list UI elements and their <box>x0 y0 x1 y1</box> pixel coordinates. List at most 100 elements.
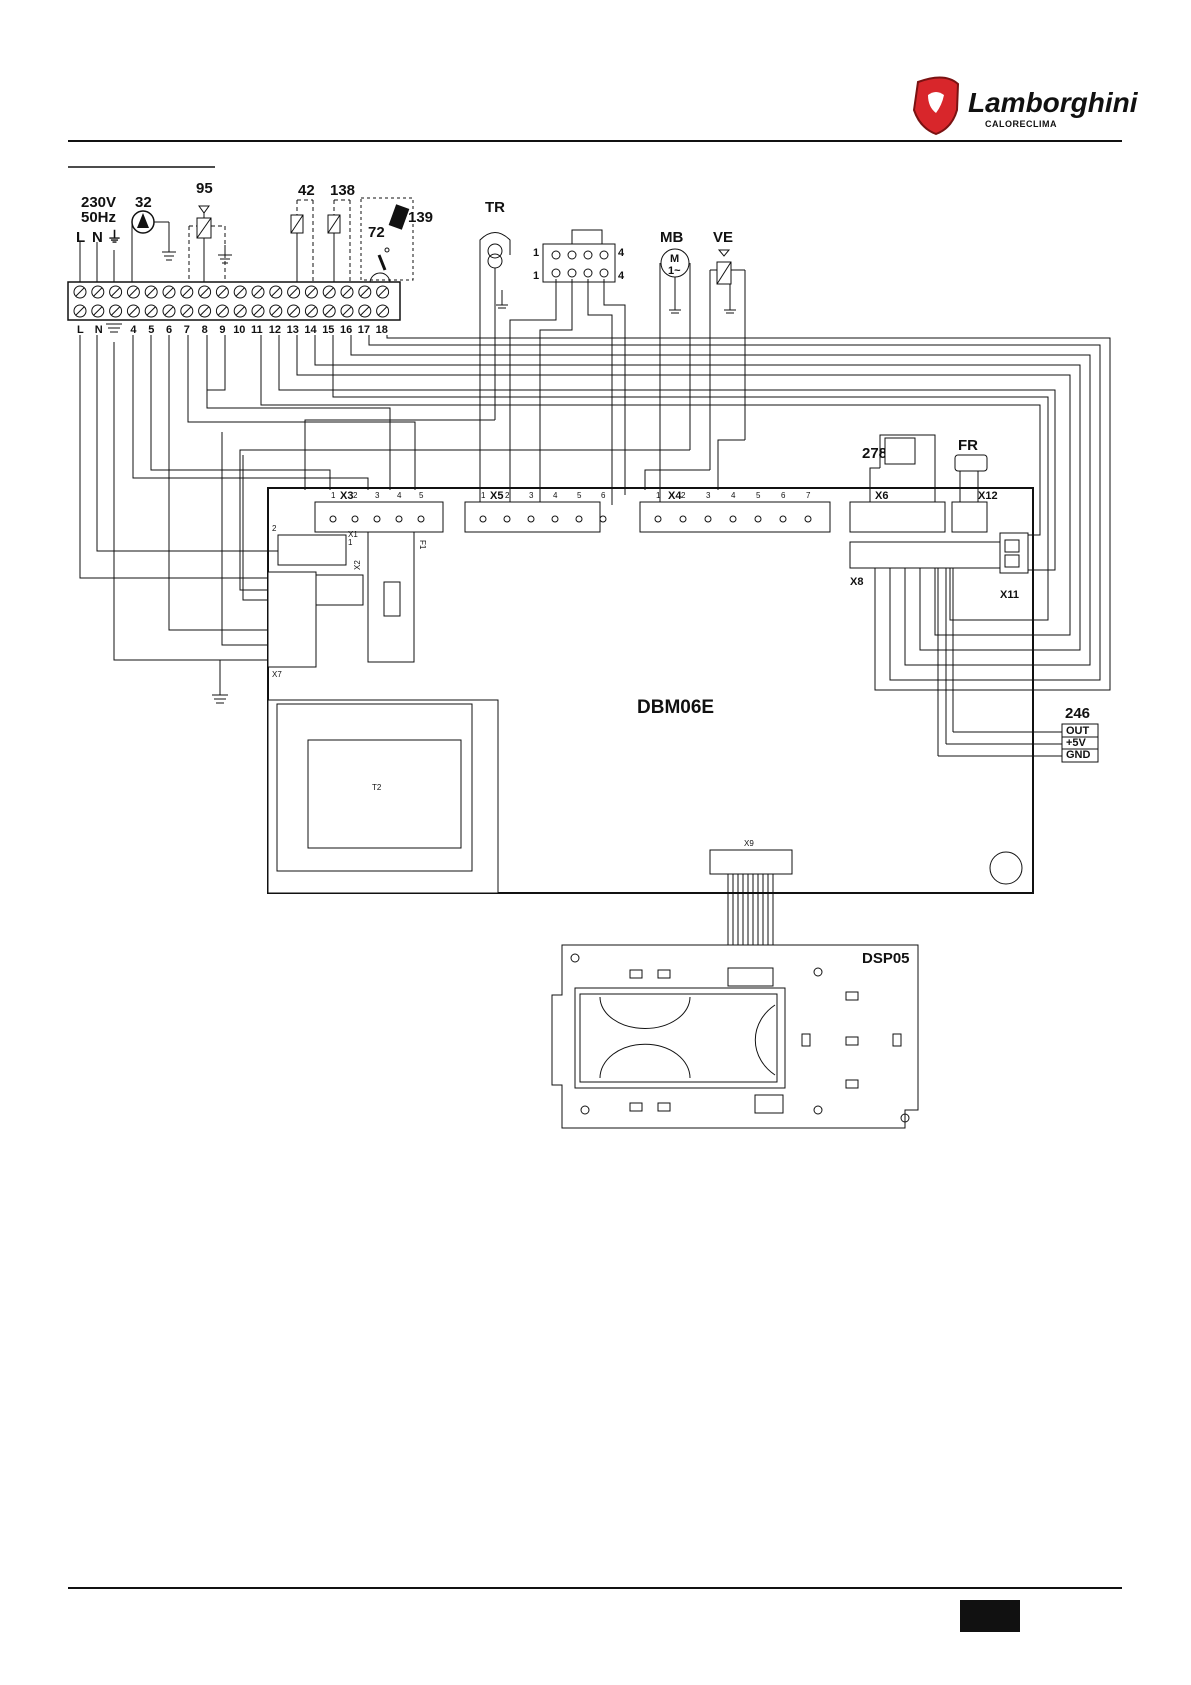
connector-pin <box>655 516 661 522</box>
display-name: DSP05 <box>862 950 910 967</box>
svg-text:GND: GND <box>1066 749 1091 761</box>
terminal-label: 14 <box>304 324 317 336</box>
terminal-label: 6 <box>166 324 172 336</box>
terminal-label: 7 <box>184 324 190 336</box>
connector-pin <box>396 516 402 522</box>
connector-pin-label: 3 <box>529 491 534 500</box>
svg-text:1~: 1~ <box>668 265 681 277</box>
svg-text:X11: X11 <box>1000 589 1019 601</box>
terminal-label: 5 <box>148 324 154 336</box>
connector-pin-label: 4 <box>397 491 402 500</box>
bull-shield-logo-icon <box>914 77 958 134</box>
connector-pin <box>504 516 510 522</box>
svg-text:TR: TR <box>485 199 505 216</box>
svg-text:X9: X9 <box>744 839 754 848</box>
terminal-label: N <box>95 324 103 336</box>
connector-pin-label: 4 <box>553 491 558 500</box>
svg-text:+5V: +5V <box>1066 737 1087 749</box>
transducer-246: 246 OUT +5V GND <box>1062 705 1098 762</box>
brand-subname: CALORECLIMA <box>985 119 1057 129</box>
supply-frequency: 50Hz <box>81 209 116 226</box>
connector-pin <box>418 516 424 522</box>
connector-pin-label: 1 <box>331 491 336 500</box>
connector-pin-label: 6 <box>781 491 786 500</box>
svg-text:X8: X8 <box>850 576 863 588</box>
header: Lamborghini CALORECLIMA <box>68 77 1139 167</box>
connector-pin-label: 5 <box>756 491 761 500</box>
connector-pin-label: 2 <box>681 491 686 500</box>
svg-text:4: 4 <box>618 247 625 259</box>
connector-pin-label: 5 <box>419 491 424 500</box>
connector-pin <box>755 516 761 522</box>
svg-text:OUT: OUT <box>1066 725 1090 737</box>
terminal-label: L <box>77 324 84 336</box>
connector-pin-label: 2 <box>353 491 358 500</box>
gas-valve-VE-symbol: VE <box>710 229 745 470</box>
connector-pin-label: 3 <box>706 491 711 500</box>
svg-text:F1: F1 <box>418 540 427 550</box>
page-number-tab <box>960 1600 1020 1632</box>
connector-pin-label: 1 <box>481 491 486 500</box>
intermediate-connector: 1 4 1 4 <box>533 230 625 282</box>
terminal-label: 18 <box>376 324 388 336</box>
connector-pin <box>480 516 486 522</box>
connector-pin <box>730 516 736 522</box>
svg-text:X3: X3 <box>340 490 353 502</box>
connector-pin <box>805 516 811 522</box>
svg-text:72: 72 <box>368 224 385 241</box>
svg-text:1: 1 <box>348 538 353 547</box>
connector-pin <box>600 516 606 522</box>
svg-text:139: 139 <box>408 209 433 226</box>
connector-pin <box>330 516 336 522</box>
sensor-42-symbol: 42 <box>291 182 315 283</box>
svg-text:X2: X2 <box>353 560 362 570</box>
svg-text:MB: MB <box>660 229 683 246</box>
terminal-label: 4 <box>130 324 137 336</box>
connector-pin-label: 3 <box>375 491 380 500</box>
connector-pin-label: 2 <box>505 491 510 500</box>
terminal-label: 13 <box>287 324 299 336</box>
earth-terminal-icon <box>106 324 122 332</box>
svg-text:VE: VE <box>713 229 733 246</box>
svg-text:42: 42 <box>298 182 315 199</box>
top-label-earth: ⏚ <box>107 229 122 246</box>
connector-pin-label: 6 <box>601 491 606 500</box>
svg-text:95: 95 <box>196 180 213 197</box>
sensor-138-symbol: 138 <box>328 182 355 283</box>
pump-symbol: 32 <box>132 194 176 283</box>
svg-text:278: 278 <box>862 445 887 462</box>
connector-pin <box>780 516 786 522</box>
transformer-TR-symbol: TR <box>480 199 510 496</box>
terminal-label: 15 <box>322 324 334 336</box>
svg-text:2: 2 <box>272 524 277 533</box>
terminal-label: 11 <box>251 324 263 336</box>
svg-text:4: 4 <box>618 270 625 282</box>
terminal-label: 9 <box>219 324 225 336</box>
terminal-label: 16 <box>340 324 352 336</box>
connector-pin <box>705 516 711 522</box>
connector-pin <box>374 516 380 522</box>
connector-pin-label: 7 <box>806 491 811 500</box>
top-label-L: L <box>76 229 85 246</box>
thermostat-72-symbol: 72 139 <box>361 198 433 283</box>
connector-pin-label: 4 <box>731 491 736 500</box>
svg-text:X6: X6 <box>875 490 888 502</box>
connector-pin <box>352 516 358 522</box>
ground-symbol-left <box>212 695 228 703</box>
terminal-label: 8 <box>202 324 208 336</box>
valve-symbol: 95 <box>189 180 232 283</box>
connector-pin <box>576 516 582 522</box>
svg-text:X12: X12 <box>978 490 998 502</box>
connector-pin-label: 1 <box>656 491 661 500</box>
svg-text:1: 1 <box>533 270 539 282</box>
svg-text:FR: FR <box>958 437 978 454</box>
connector-pin-label: 5 <box>577 491 582 500</box>
connector-pin <box>528 516 534 522</box>
svg-text:138: 138 <box>330 182 355 199</box>
svg-text:246: 246 <box>1065 705 1090 722</box>
fan-motor-MB-symbol: MB M 1~ <box>660 229 690 490</box>
terminal-label: 17 <box>358 324 370 336</box>
svg-text:M: M <box>670 253 679 265</box>
svg-text:X7: X7 <box>272 670 282 679</box>
